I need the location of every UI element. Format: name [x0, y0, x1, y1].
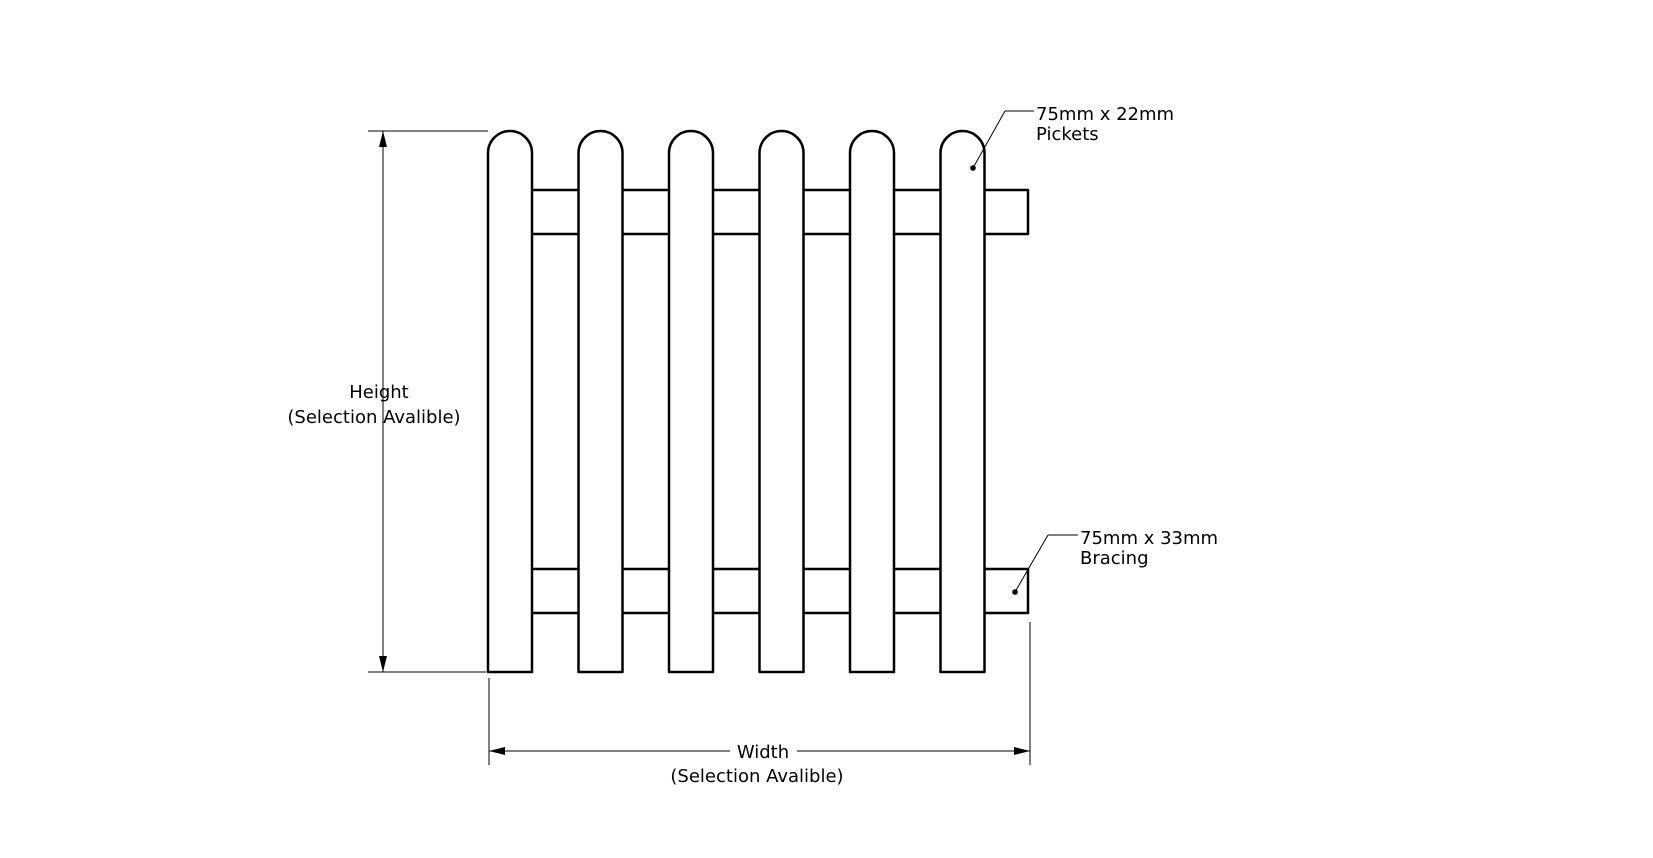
bracing-leader-line: [1014, 534, 1049, 593]
picket-1: [486, 129, 534, 674]
width-arrow-left: [489, 747, 505, 755]
height-dimension: Height (Selection Avalible): [287, 130, 488, 673]
pickets-callout: 75mm x 22mm Pickets: [970, 104, 1174, 171]
width-label: Width: [737, 742, 789, 763]
width-arrow-right: [1014, 747, 1030, 755]
pickets-size-label: 75mm x 22mm: [1036, 104, 1174, 125]
picket-4: [758, 129, 805, 674]
bracing-callout: 75mm x 33mm Bracing: [1012, 528, 1218, 595]
pickets-name-label: Pickets: [1036, 124, 1099, 145]
picket-2: [577, 129, 624, 674]
bracing-name-label: Bracing: [1080, 548, 1149, 569]
height-arrow-bottom: [379, 656, 387, 672]
picket-6: [939, 129, 986, 674]
width-dimension: Width (Selection Avalible): [488, 622, 1031, 787]
picket-5: [848, 129, 896, 674]
width-sublabel: (Selection Avalible): [670, 766, 843, 787]
pickets-leader-line: [972, 110, 1006, 169]
height-sublabel: (Selection Avalible): [287, 407, 460, 428]
height-arrow-top: [379, 131, 387, 147]
pickets: [486, 129, 986, 674]
height-label: Height: [349, 382, 409, 403]
picket-3: [667, 129, 715, 674]
bracing-size-label: 75mm x 33mm: [1080, 528, 1218, 549]
